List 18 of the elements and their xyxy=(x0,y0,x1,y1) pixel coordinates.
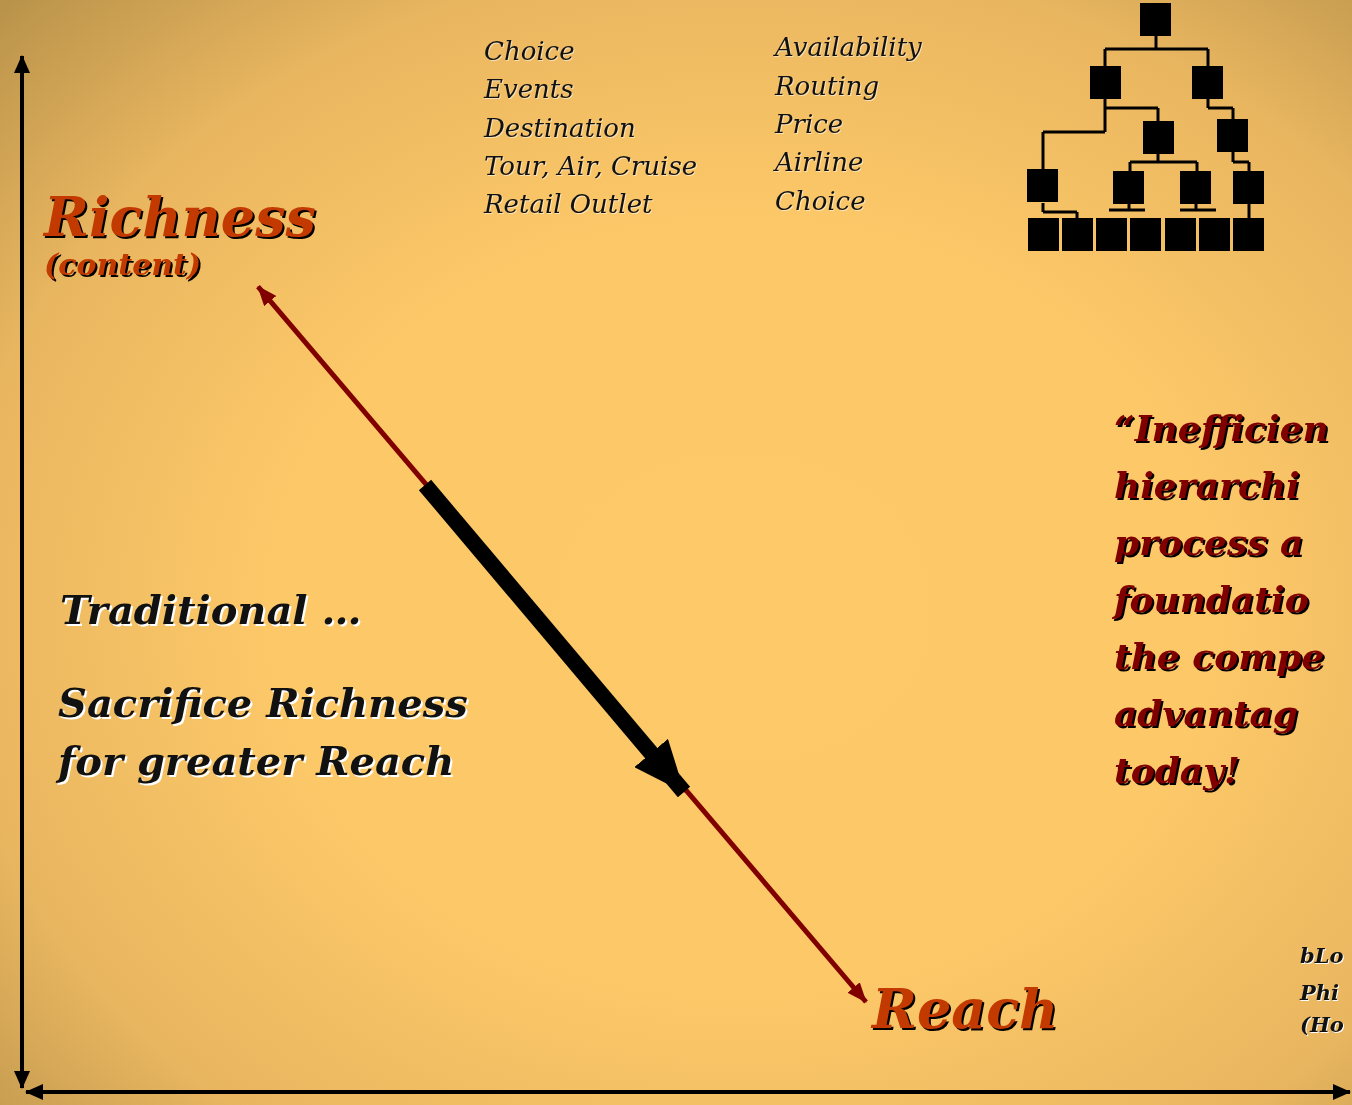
list-item: Availability xyxy=(775,32,922,62)
axis-title: Reach xyxy=(872,978,1059,1041)
quote-text: “Inefficien hierarchi process a foundatio the compe advantag today! xyxy=(1114,406,1330,793)
citation-text: Phi xyxy=(1300,980,1340,1005)
list-item: Destination xyxy=(484,113,636,143)
axis-title: Richness xyxy=(44,186,316,249)
list-item: Routing xyxy=(775,71,880,101)
citation-text: (Ho xyxy=(1300,1012,1344,1037)
list-item: Price xyxy=(775,109,844,139)
list-item: Choice xyxy=(484,36,575,66)
list-item: Tour, Air, Cruise xyxy=(484,151,698,181)
list-item: Airline xyxy=(775,147,864,177)
axis-subtitle: (content) xyxy=(44,248,203,283)
citation-text: bLo xyxy=(1300,943,1344,968)
list-item: Events xyxy=(484,74,574,104)
list-item: Choice xyxy=(775,186,866,216)
heading-text: Traditional … xyxy=(60,586,362,633)
list-item: Retail Outlet xyxy=(484,189,653,219)
